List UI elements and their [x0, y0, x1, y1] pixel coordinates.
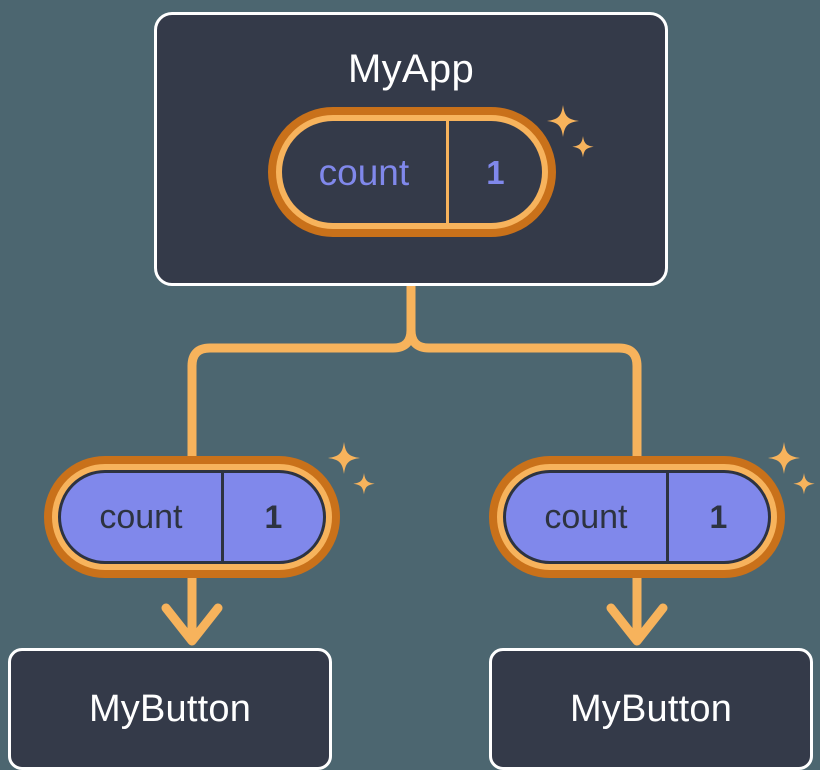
node-card-mybutton-0[interactable]: MyButton	[8, 648, 332, 770]
page-title: MyApp	[348, 47, 474, 91]
connector-branch-left	[187, 281, 416, 465]
signal-pill-inner: count 1	[282, 121, 542, 223]
signal-pill-body: count 1	[268, 107, 556, 237]
signal-value: 1	[220, 473, 323, 561]
signal-pill-branch-1[interactable]: count 1	[489, 456, 785, 578]
down-arrow-icon	[161, 603, 223, 646]
signal-pill-inner: count 1	[58, 470, 326, 564]
signal-pill-branch-0[interactable]: count 1	[44, 456, 340, 578]
signal-name: count	[99, 498, 183, 536]
signal-pill-inner: count 1	[503, 470, 771, 564]
signal-value: 1	[445, 121, 542, 223]
signal-pill-body: count 1	[489, 456, 785, 578]
node-label: MyButton	[569, 688, 733, 730]
signal-pill-root[interactable]: count 1	[268, 107, 556, 237]
signal-value: 1	[665, 473, 768, 561]
signal-name: count	[318, 151, 410, 193]
down-arrow-icon	[606, 603, 668, 646]
signal-pill-body: count 1	[44, 456, 340, 578]
signal-name: count	[544, 498, 628, 536]
node-card-mybutton-1[interactable]: MyButton	[489, 648, 813, 770]
node-label: MyButton	[88, 688, 252, 730]
connector-branch-right	[406, 281, 642, 465]
